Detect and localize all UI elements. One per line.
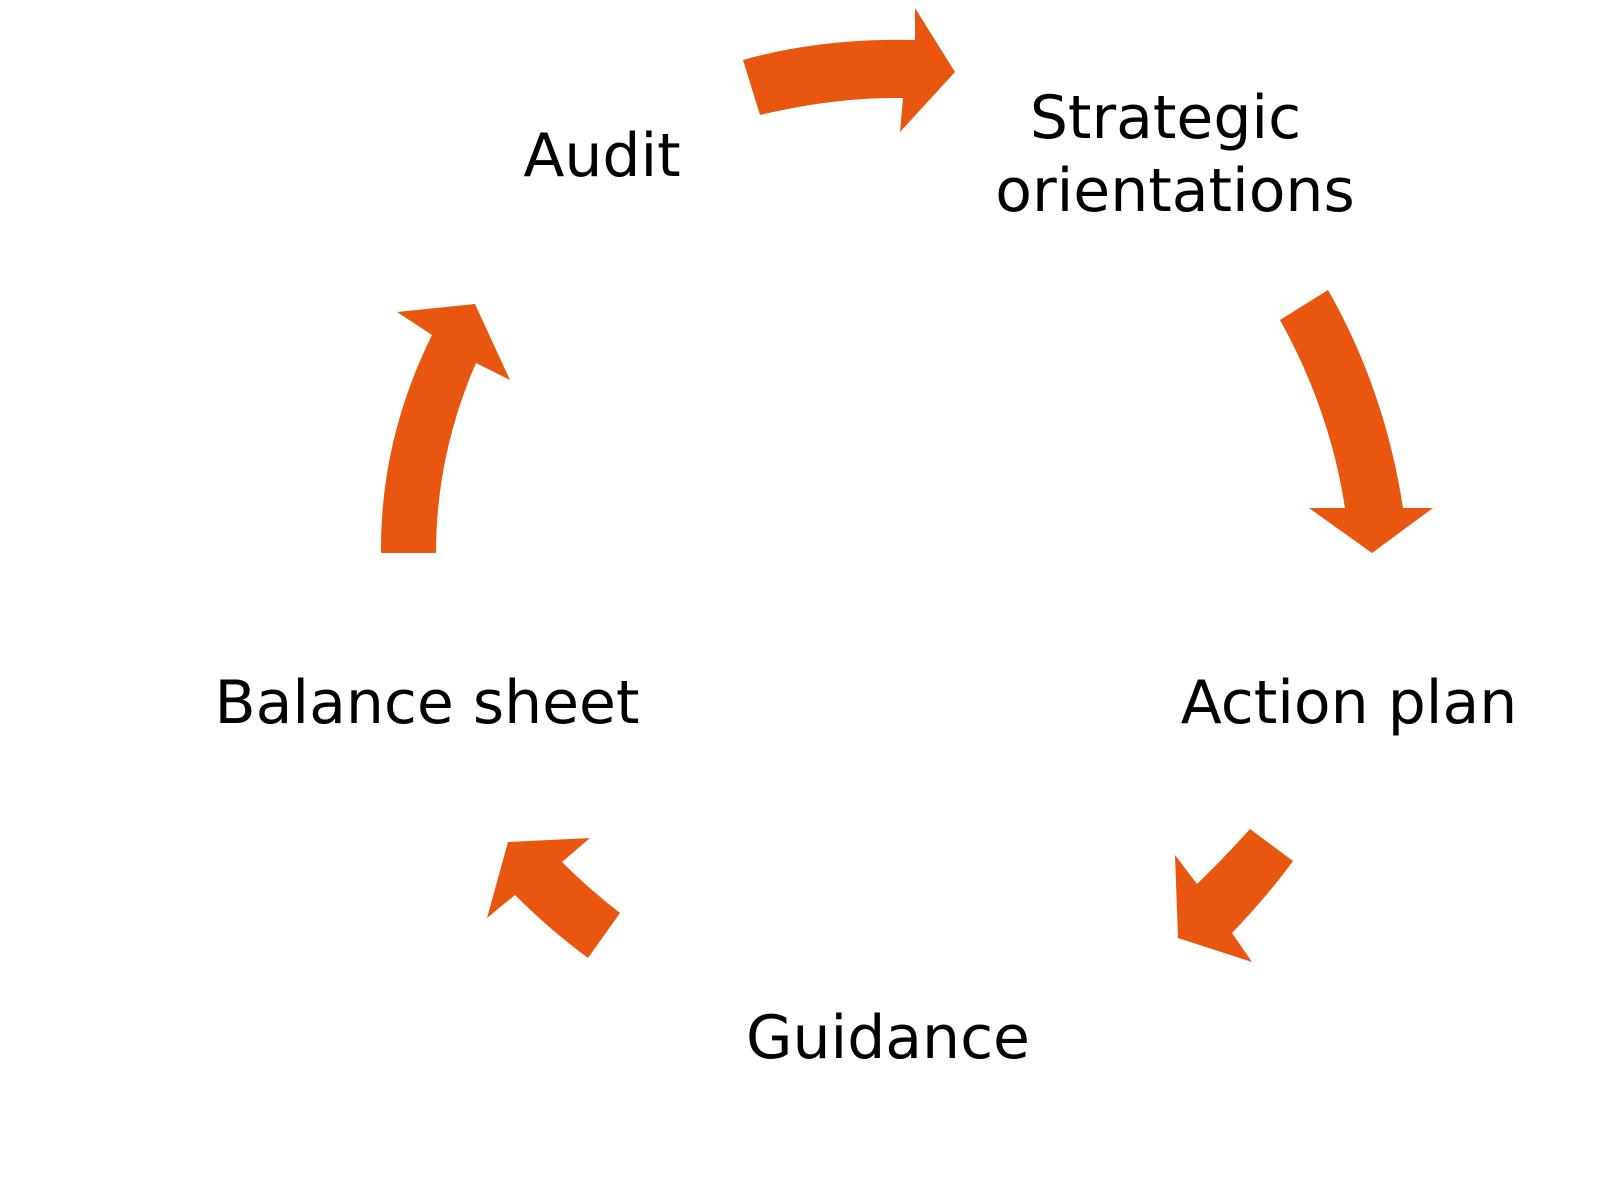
stage-label-audit: Audit bbox=[523, 121, 680, 191]
stage-label-balance-sheet: Balance sheet bbox=[214, 668, 639, 738]
stage-label-strategic-orientations: Strategic orientations bbox=[995, 83, 1354, 226]
arrow-action-plan-to-guidance bbox=[1175, 829, 1293, 962]
stage-label-guidance: Guidance bbox=[746, 1003, 1030, 1073]
stage-label-action-plan: Action plan bbox=[1181, 668, 1518, 738]
arrows-group bbox=[380, 8, 1433, 962]
labels-group: Audit Strategic orientations Action plan… bbox=[214, 83, 1517, 1073]
arrow-guidance-to-balance-sheet bbox=[487, 838, 620, 958]
arrow-audit-to-strategic-orientations bbox=[743, 8, 955, 132]
arrow-balance-sheet-to-audit bbox=[380, 304, 510, 553]
arrow-strategic-orientations-to-action-plan bbox=[1280, 290, 1433, 553]
